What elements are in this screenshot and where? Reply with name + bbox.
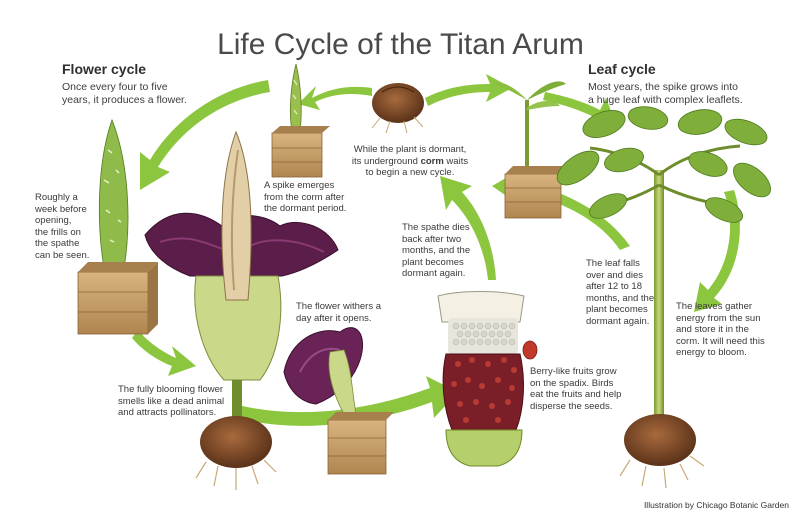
caption-line: the spathe bbox=[35, 238, 80, 249]
caption-line: The fully blooming flower bbox=[118, 384, 224, 395]
leaf-cycle-intro-line: a huge leaf with complex leaflets. bbox=[588, 94, 743, 106]
bud-in-box bbox=[77, 118, 158, 335]
caption-line: to begin a new cycle. bbox=[365, 167, 455, 178]
caption-line: months, and the bbox=[586, 292, 655, 304]
caption-line: day after it opens. bbox=[296, 312, 372, 324]
caption-line: week before bbox=[35, 203, 87, 215]
illustration-credit: Illustration by Chicago Botanic Garden bbox=[643, 499, 789, 510]
caption-fragment: waits bbox=[443, 155, 469, 167]
caption-fruits: Berry-like fruits grow on the spadix. Bi… bbox=[530, 366, 621, 412]
caption-line: energy to bloom. bbox=[676, 347, 747, 358]
flower-cycle-intro-line: Once every four to five bbox=[62, 81, 168, 93]
caption-leaf-falls: The leaf falls over and dies after 12 to… bbox=[586, 258, 654, 327]
caption-line: smells like a dead animal bbox=[118, 395, 225, 407]
caption-energy: The leaves gather energy from the sun an… bbox=[676, 301, 765, 359]
caption-keyword-corm: corm bbox=[420, 155, 444, 167]
caption-line: dormant again. bbox=[586, 315, 650, 327]
caption-week-before: Roughly a week before opening, the frill… bbox=[35, 192, 89, 261]
caption-line: can be seen. bbox=[35, 249, 90, 261]
caption-spike: A spike emerges from the corm after the … bbox=[264, 180, 346, 215]
caption-line: its underground corm waits bbox=[350, 156, 470, 168]
caption-line: the dormant period. bbox=[264, 203, 347, 214]
caption-line: months, and the bbox=[402, 245, 471, 256]
arrow-spike-to-bud bbox=[140, 80, 270, 190]
leaf-cycle-intro-line: Most years, the spike grows into bbox=[588, 81, 738, 93]
caption-blooming: The fully blooming flower smells like a … bbox=[118, 384, 224, 419]
caption-line: A spike emerges bbox=[264, 180, 335, 191]
caption-line: The flower withers a bbox=[296, 301, 382, 312]
caption-line: back after two bbox=[402, 233, 462, 245]
caption-line: disperse the seeds. bbox=[530, 400, 613, 412]
caption-dormant: While the plant is dormant, its undergro… bbox=[350, 144, 470, 179]
caption-line: plant becomes bbox=[402, 256, 464, 268]
caption-line: eat the fruits and help bbox=[530, 389, 622, 400]
flower-cycle-intro-line: years, it produces a flower. bbox=[62, 94, 187, 106]
caption-line: Roughly a bbox=[35, 192, 78, 203]
caption-line: from the corm after bbox=[264, 191, 345, 203]
flower-cycle-heading: Flower cycle bbox=[62, 61, 147, 77]
caption-line: after 12 to 18 bbox=[586, 281, 642, 292]
caption-spathe-dies: The spathe dies back after two months, a… bbox=[402, 222, 470, 280]
caption-line: The spathe dies bbox=[402, 222, 470, 233]
caption-line: plant becomes bbox=[586, 304, 648, 315]
caption-line: While the plant is dormant, bbox=[353, 144, 467, 155]
caption-line: the frills on bbox=[35, 226, 81, 238]
sapling-in-box bbox=[494, 81, 569, 219]
caption-withers: The flower withers a day after it opens. bbox=[296, 301, 381, 324]
caption-line: over and dies bbox=[586, 269, 644, 281]
caption-line: and store it in the bbox=[676, 324, 749, 335]
caption-line: corm. It will need this bbox=[676, 335, 765, 347]
fruiting-spadix bbox=[437, 291, 538, 467]
leaf-cycle-heading: Leaf cycle bbox=[588, 61, 656, 77]
arrow-leaf-energy bbox=[694, 190, 740, 312]
withered-flower-in-box bbox=[283, 327, 394, 475]
caption-line: The leaves gather bbox=[676, 301, 753, 312]
arrow-corm-to-sapling bbox=[425, 74, 512, 106]
arrow-bud-to-bloom bbox=[132, 330, 196, 376]
caption-line: energy from the sun bbox=[676, 312, 761, 324]
arrow-corm-to-spike bbox=[298, 86, 372, 110]
caption-line: Berry-like fruits grow bbox=[530, 366, 617, 377]
caption-line: The leaf falls bbox=[586, 258, 640, 269]
caption-line: dormant again. bbox=[402, 268, 466, 279]
leaf-plant bbox=[556, 106, 771, 489]
caption-fragment: its underground bbox=[351, 155, 421, 167]
leaf-cycle-intro: Most years, the spike grows into a huge … bbox=[588, 81, 743, 107]
blooming-titan-arum bbox=[144, 130, 339, 490]
flower-cycle-intro: Once every four to five years, it produc… bbox=[62, 81, 187, 107]
spike-in-box bbox=[271, 63, 330, 178]
arrow-fruit-to-corm bbox=[440, 176, 496, 280]
page-title: Life Cycle of the Titan Arum bbox=[217, 28, 584, 61]
caption-line: and attracts pollinators. bbox=[118, 407, 217, 418]
arrow-bloom-to-fruit bbox=[236, 376, 458, 426]
caption-line: on the spadix. Birds bbox=[530, 377, 614, 389]
dormant-corm bbox=[371, 83, 424, 134]
caption-line: opening, bbox=[35, 215, 72, 226]
